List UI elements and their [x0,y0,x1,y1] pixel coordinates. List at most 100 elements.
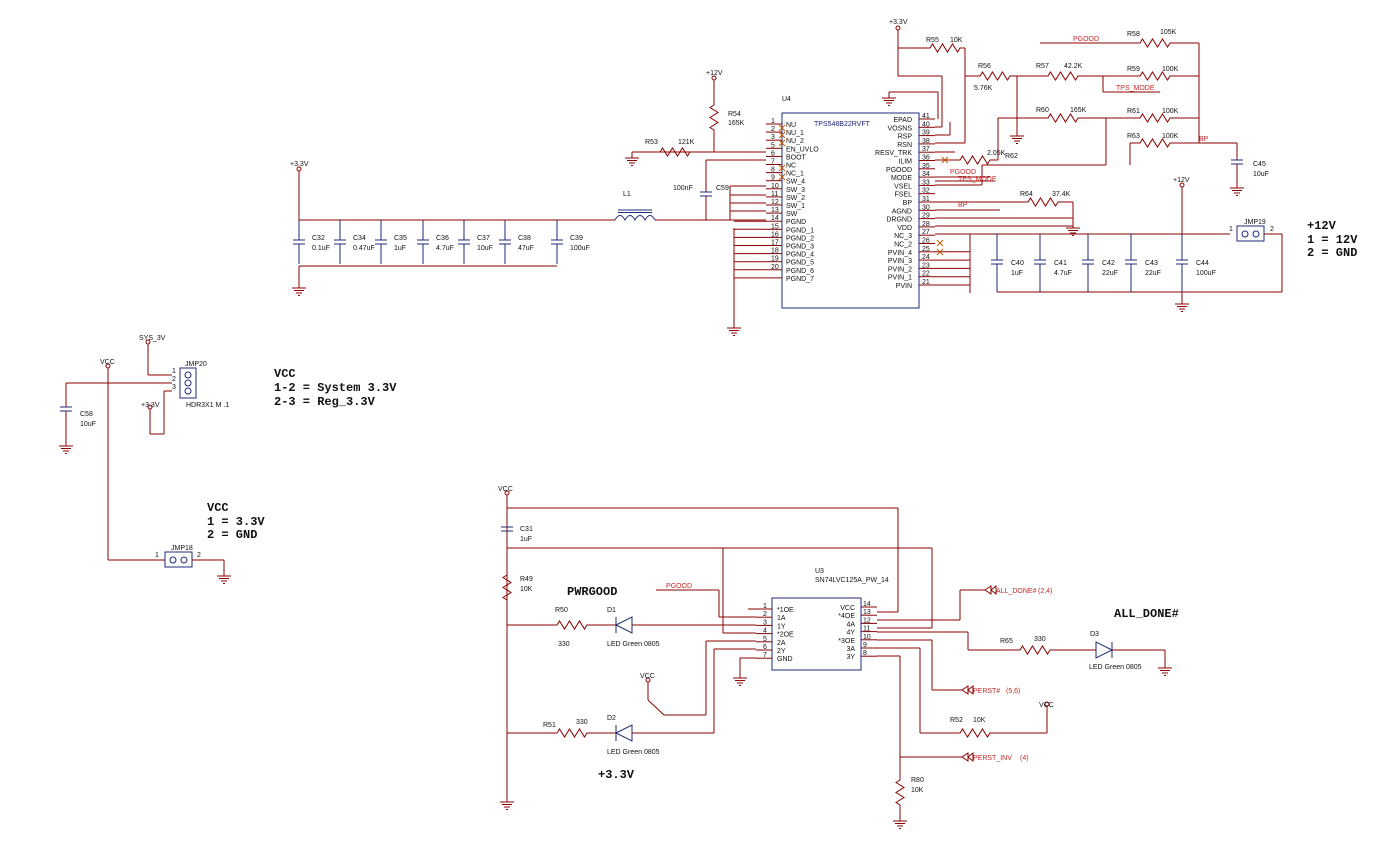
svg-text:1: 1 [1229,226,1233,233]
u4-pin-num: 38 [922,138,930,145]
u3-pin-name: GND [777,656,793,663]
cap-val: 1uF [1011,270,1023,277]
u4-pin-num: 10 [771,183,779,190]
svg-text:1: 1 [172,368,176,375]
r65-val: 330 [1034,636,1046,643]
u4-pin-name: VDD [897,225,912,232]
jmp18-ref: JMP18 [171,545,193,552]
svg-text:3: 3 [172,384,176,391]
u4-pin-name: BP [903,200,913,207]
c59-ref: C59 [716,185,729,192]
cap-ref: C34 [353,235,366,242]
r53-ref: R53 [645,139,658,146]
u3-pin-num: 1 [763,603,767,610]
u3-pin-num: 11 [863,626,870,633]
u4-pin-num: 23 [922,262,930,269]
r64-ref: R64 [1020,191,1033,198]
u4-pin-name: PVIN_3 [888,258,912,265]
u3-pin-num: 2 [763,611,767,618]
u4-pin-num: 30 [922,204,930,211]
c58-ref: C58 [80,411,93,418]
u3-pin-name: VCC [840,605,855,612]
u4-pin-name: ILIM [898,159,912,166]
vcc-label-1: VCC [100,359,115,366]
u3-pin-name: 4Y [846,630,855,637]
u3-pin-num: 5 [763,636,767,643]
u4-pin-name: EPAD [893,117,912,124]
p33-label-2: +3.3V [889,19,908,26]
u3-pin-name: *2OE [777,632,794,639]
u4-pin-name: PGOOD [886,167,912,174]
u4-pin-name: PGND_5 [786,260,814,267]
u4-pin-name: PVIN_1 [888,275,912,282]
u4-pin-name: PVIN_4 [888,250,912,257]
u4-pin-name: PGND_7 [786,276,814,283]
u4-pin-num: 13 [771,207,779,214]
u3-pin-name: 4A [846,621,855,628]
u3-pin-num: 7 [763,652,767,659]
u3-pin-name: 3A [846,646,855,653]
svg-text:2: 2 [172,376,176,383]
note-all-done: ALL_DONE# [1114,607,1179,621]
r58-val: 105K [1160,29,1177,36]
r65-ref: R65 [1000,638,1013,645]
cap-val: 100uF [570,245,590,252]
u4-pin-name: NU_1 [786,130,804,137]
u4-pin-name: NU_2 [786,138,804,145]
p12-label-2: +12V [1173,177,1190,184]
u4-pin-name: VOSNS [887,125,912,132]
r62-ref: R62 [1005,153,1018,160]
u3-ref: U3 [815,568,824,575]
svg-text:2: 2 [197,552,201,559]
l1-ref: L1 [623,191,631,198]
cap-val: 47uF [518,245,534,252]
r55-val: 10K [950,37,963,44]
jmp18-header [164,551,193,568]
u3-pin-num: 12 [863,617,871,624]
cap-ref: C43 [1145,260,1158,267]
u4-pin-num: 40 [922,121,930,128]
u4-pin-num: 15 [771,223,779,230]
input-capacitors: C320.1uFC340.47uFC351uFC364.7uFC3710uFC3… [292,219,590,265]
net-pgood-top: PGOOD [1073,36,1099,43]
note-vcc2-title: VCC [207,501,229,515]
u4-pin-num: 17 [771,240,779,247]
u4-left-pins: 1NU2NU_13NU_25EN_UVLO6BOOT7NC8NC_19SW_41… [766,118,819,283]
u4-pin-name: SW_3 [786,187,805,194]
u4-pin-num: 28 [922,221,930,228]
r64-val: 37.4K [1052,191,1071,198]
r61-val: 100K [1162,108,1179,115]
r51-val: 330 [576,719,588,726]
r56-ref: R56 [978,63,991,70]
u4-pin-name: PGND_1 [786,227,814,234]
u4-pin-num: 14 [771,215,779,222]
u4-pin-name: PGND_4 [786,252,814,259]
p33-label-1: +3.3V [290,161,309,168]
u4-pin-num: 5 [771,142,775,149]
jmp20-ref: JMP20 [185,361,207,368]
c31-ref: C31 [520,526,533,533]
vcc-label-4: VCC [1039,702,1054,709]
u4-pin-num: 37 [922,146,930,153]
vcc-label-2: VCC [498,486,513,493]
d1-val: LED Green 0805 [607,641,660,648]
u3-pin-name: 2A [777,640,786,647]
u4-pin-name: RSN [897,142,912,149]
r52-ref: R52 [950,717,963,724]
net-tps-mode-top: TPS_MODE [1116,85,1155,92]
u4-pin-num: 20 [771,264,779,271]
u4-part: TPS548B22RVFT [814,121,871,128]
u3-pin-num: 3 [763,619,767,626]
cap-ref: C35 [394,235,407,242]
u4-pin-num: 1 [771,118,775,125]
net-all-done-ref: (2,4) [1038,588,1052,595]
net-bp-top: BP [1199,136,1209,143]
r61-ref: R61 [1127,108,1140,115]
u4-pin-name: VSEL [894,183,912,190]
d1-ref: D1 [607,607,616,614]
r60-ref: R60 [1036,107,1049,114]
r52-val: 10K [973,717,986,724]
u4-pin-num: 22 [922,271,930,278]
